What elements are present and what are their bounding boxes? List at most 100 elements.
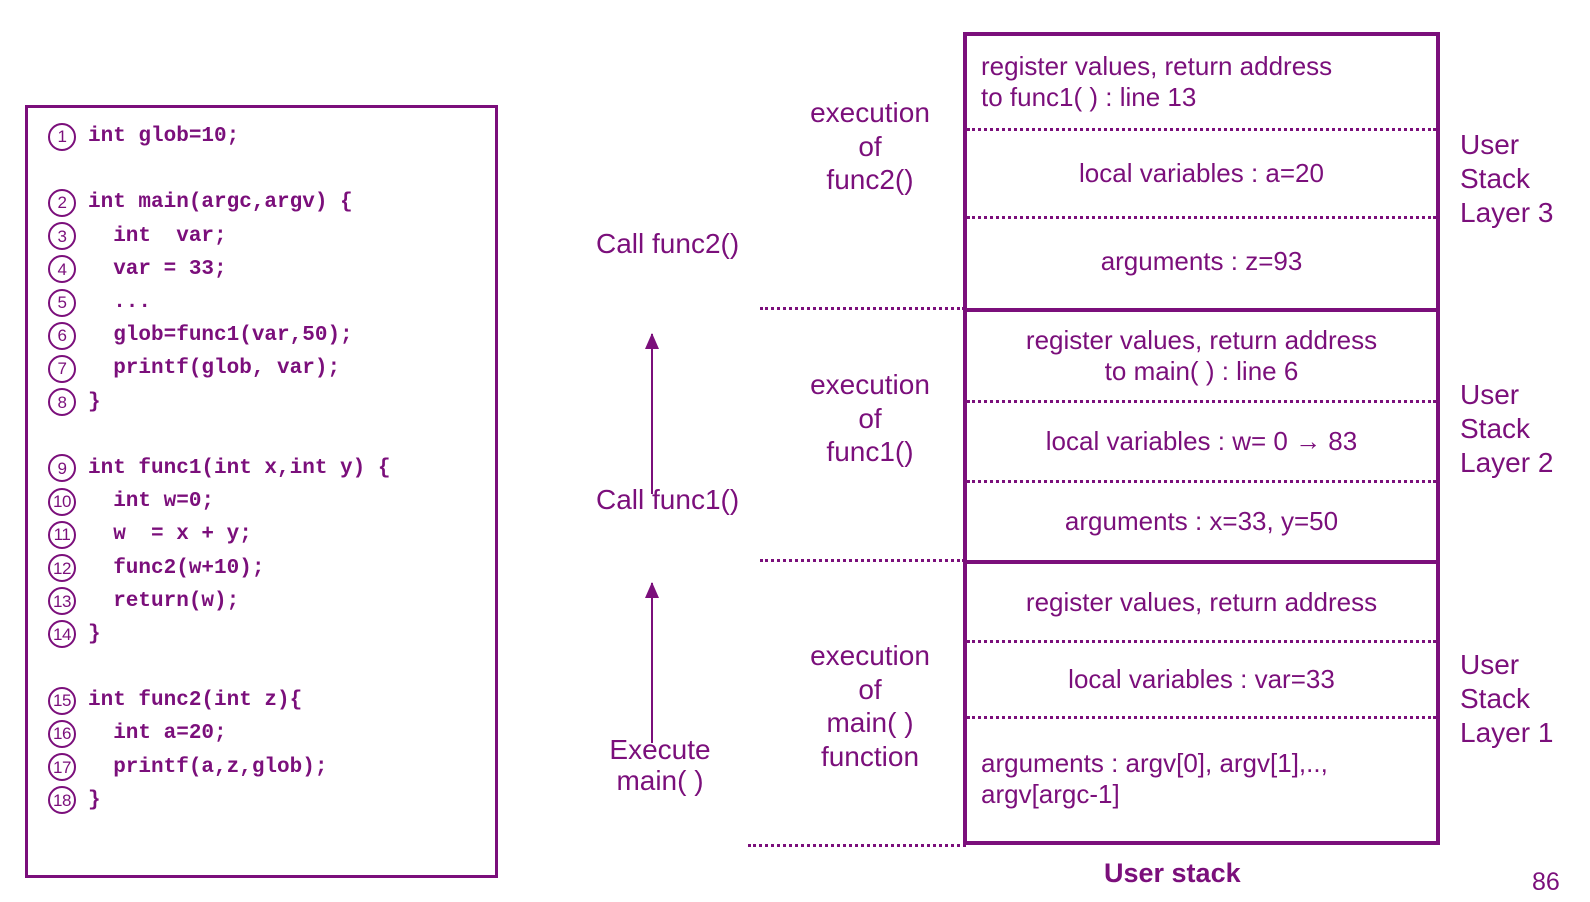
line-number-badge: 4	[36, 255, 88, 284]
line-number-badge: 7	[36, 354, 88, 383]
line-number-badge: 6	[36, 321, 88, 350]
circled-number-icon: 9	[48, 454, 76, 483]
code-line: 4 var = 33;	[36, 253, 491, 286]
stack-row-local-variables: local variables : var=33	[967, 640, 1436, 716]
line-number-badge: 15	[36, 686, 88, 715]
execution-of-main-label: execution of main( ) function	[810, 640, 930, 772]
code-line-text: printf(glob, var);	[88, 357, 341, 381]
line-number-badge: 18	[36, 786, 88, 815]
circled-number-icon: 17	[48, 753, 76, 782]
line-number-badge: 10	[36, 487, 88, 516]
stack-row-return-address: register values, return address to main(…	[1025, 325, 1378, 386]
circled-number-icon: 3	[48, 222, 76, 251]
code-line-text: }	[88, 622, 101, 646]
circled-number-icon: 13	[48, 587, 76, 616]
line-number-badge: 14	[36, 620, 88, 649]
code-line	[36, 651, 491, 684]
code-line: 5 ...	[36, 286, 491, 319]
circled-number-icon: 8	[48, 388, 76, 417]
leader-line-func2	[760, 307, 965, 310]
code-line: 13 return(w);	[36, 585, 491, 618]
leader-line-func1	[760, 559, 965, 562]
execution-of-func2-label: execution of func2()	[810, 97, 930, 196]
code-line	[36, 419, 491, 452]
stack-row-local-variables: local variables : w= 0 → 83	[967, 400, 1436, 480]
code-line-text: int func1(int x,int y) {	[88, 456, 391, 480]
circled-number-icon: 2	[48, 188, 76, 217]
code-line: 6 glob=func1(var,50);	[36, 319, 491, 352]
execute-main-label: Execute main( )	[609, 734, 711, 797]
code-line-text: printf(a,z,glob);	[88, 755, 328, 779]
stack-frame-main: register values, return address local va…	[967, 560, 1436, 841]
code-line: 17 printf(a,z,glob);	[36, 751, 491, 784]
line-number-badge: 2	[36, 188, 88, 217]
circled-number-icon: 7	[48, 354, 76, 383]
line-number-badge: 8	[36, 388, 88, 417]
stack-row-return-address: register values, return address	[1025, 586, 1378, 617]
line-number-badge: 17	[36, 753, 88, 782]
line-number-badge: 5	[36, 288, 88, 317]
code-line: 18}	[36, 784, 491, 817]
circled-number-icon: 14	[48, 620, 76, 649]
execution-of-func1-label: execution of func1()	[810, 369, 930, 468]
code-line: 8}	[36, 386, 491, 419]
code-line: 14}	[36, 618, 491, 651]
code-line: 15 int func2(int z){	[36, 684, 491, 717]
circled-number-icon: 6	[48, 321, 76, 350]
stack-row-arguments: arguments : argv[0], argv[1],.., argv[ar…	[967, 716, 1436, 839]
code-line	[36, 153, 491, 186]
code-line: 7 printf(glob, var);	[36, 352, 491, 385]
line-number-badge: 1	[36, 122, 88, 151]
code-line-text: return(w);	[88, 589, 240, 613]
user-stack-layer-3-label: User Stack Layer 3	[1460, 129, 1554, 229]
line-number-badge: 13	[36, 587, 88, 616]
circled-number-icon: 15	[48, 686, 76, 715]
line-number-badge: 16	[36, 719, 88, 748]
circled-number-icon: 16	[48, 719, 76, 748]
leader-line-main	[748, 844, 966, 847]
circled-number-icon: 11	[48, 520, 76, 549]
circled-number-icon: 12	[48, 554, 76, 583]
page-number: 86	[1532, 868, 1560, 896]
stack-row-return-address: register values, return address to func1…	[981, 51, 1333, 112]
code-line-text: var = 33;	[88, 257, 227, 281]
line-number-badge: 3	[36, 222, 88, 251]
code-line-text: func2(w+10);	[88, 556, 265, 580]
code-line-text: int func2(int z){	[88, 689, 303, 713]
line-number-badge: 12	[36, 554, 88, 583]
code-line-text: ...	[88, 291, 152, 315]
code-line: 10 int w=0;	[36, 485, 491, 518]
code-line-text: glob=func1(var,50);	[88, 324, 353, 348]
user-stack-layer-2-label: User Stack Layer 2	[1460, 379, 1554, 479]
code-line: 2 int main(argc,argv) {	[36, 186, 491, 219]
code-line-text: int main(argc,argv) {	[88, 191, 353, 215]
stack-row-local-variables: local variables : a=20	[967, 128, 1436, 216]
call-func1-label: Call func1()	[596, 484, 740, 515]
code-line-text: int glob=10;	[88, 125, 240, 149]
stack-frame-func2: register values, return address to func1…	[967, 36, 1436, 308]
line-number-badge: 9	[36, 454, 88, 483]
code-line-text: }	[88, 390, 101, 414]
circled-number-icon: 5	[48, 288, 76, 317]
user-stack-diagram: register values, return address to func1…	[963, 32, 1440, 845]
up-arrow-func2-icon	[645, 333, 659, 494]
code-line-text: }	[88, 788, 101, 812]
line-number-badge: 11	[36, 520, 88, 549]
code-line: 9 int func1(int x,int y) {	[36, 452, 491, 485]
call-func2-label: Call func2()	[596, 228, 740, 259]
code-line-text: w = x + y;	[88, 523, 252, 547]
user-stack-caption: User stack	[1104, 858, 1241, 888]
user-stack-layer-1-label: User Stack Layer 1	[1460, 649, 1554, 749]
circled-number-icon: 10	[48, 487, 76, 516]
circled-number-icon: 18	[48, 786, 76, 815]
stack-row-arguments: arguments : z=93	[967, 216, 1436, 304]
stack-row-arguments: arguments : x=33, y=50	[967, 480, 1436, 560]
code-line: 11 w = x + y;	[36, 518, 491, 551]
circled-number-icon: 4	[48, 255, 76, 284]
code-line: 3 int var;	[36, 220, 491, 253]
code-line-text: int a=20;	[88, 722, 227, 746]
code-line-text: int var;	[88, 224, 227, 248]
stack-frame-func1: register values, return address to main(…	[967, 308, 1436, 560]
